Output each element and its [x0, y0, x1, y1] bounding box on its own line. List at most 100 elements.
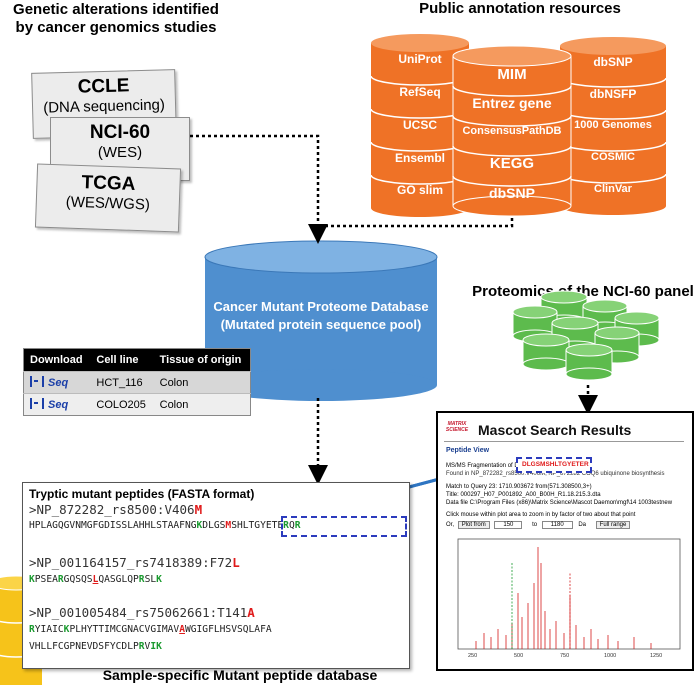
- mascot-peptide: DLGSMSHLTGYETER: [522, 461, 589, 468]
- fasta-header-id: >NP_001005484_rs75062661:T141: [29, 605, 248, 620]
- resource-label: ClinVar: [594, 183, 632, 195]
- download-table: Download Cell line Tissue of origin Seq …: [23, 348, 251, 416]
- tissue-value: Colon: [153, 393, 251, 416]
- mascot-controls: Or, Plot from 150 to 1180 Da Full range: [446, 521, 631, 529]
- mutated-residue: M: [225, 520, 232, 531]
- peptide-highlight-box: DLGSMSHLTGYETER: [516, 457, 592, 473]
- mascot-line: Click mouse within plot area to zoom in …: [446, 512, 636, 518]
- cleavage-site: K: [29, 574, 35, 585]
- fasta-header-id: >NP_001164157_rs7418389:F72: [29, 555, 233, 570]
- mascot-title: Mascot Search Results: [478, 422, 632, 438]
- mutated-residue: L: [92, 574, 99, 585]
- sequence-file-icon: [30, 398, 44, 409]
- from-input[interactable]: 150: [494, 521, 523, 529]
- cleavage-site: R: [294, 520, 301, 531]
- matrix-science-logo: MATRIX SCIENCE: [445, 421, 469, 433]
- genetic-heading: Genetic alterations identified by cancer…: [0, 1, 232, 37]
- cleavage-site: R: [57, 574, 64, 585]
- mutation-residue: A: [247, 605, 255, 620]
- cleavage-site: R: [138, 574, 145, 585]
- peptide-sequence: VHLLFCGPNEVDSFYCDLPRVIK: [29, 641, 162, 652]
- proteomics-cylinders: [512, 290, 660, 381]
- resource-label: COSMIC: [591, 151, 635, 163]
- cleavage-site: IK: [150, 641, 162, 652]
- cleavage-site: R: [138, 641, 145, 652]
- table-row: Seq HCT_116 Colon: [23, 371, 251, 394]
- seq-download-link[interactable]: Seq: [48, 399, 69, 411]
- peptide-dashed-box: [281, 516, 407, 537]
- resource-label: Ensembl: [394, 151, 445, 165]
- fasta-header: >NP_872282_rs8500:V406M: [29, 502, 202, 517]
- resource-label: UniProt: [398, 52, 442, 66]
- resource-label: 1000 Genomes: [574, 119, 652, 131]
- spectrum-peaks: [475, 547, 652, 649]
- spectrum-x-ticks: 250 500 750 1000 1250: [468, 653, 662, 659]
- mascot-line: Data file C:\Program Files (x86)\Matrix …: [446, 500, 673, 506]
- sequence-segment: HPLAGQGVNMGFGDISSLAHHLSTAAFNG: [29, 520, 197, 531]
- resource-label: dbNSFP: [589, 87, 637, 101]
- mutated-residue: A: [179, 624, 185, 635]
- ion-markers: [511, 563, 571, 649]
- x-tick: 1250: [650, 653, 662, 659]
- resource-label: RefSeq: [399, 85, 441, 99]
- sequence-segment: PLHYTTIMCGNACVGIMAV: [69, 624, 180, 635]
- cleavage-site: K: [63, 624, 70, 635]
- sequence-segment: SL: [144, 574, 157, 585]
- resource-cylinder-right: [559, 37, 667, 215]
- fasta-header: >NP_001164157_rs7418389:F72L: [29, 555, 240, 570]
- central-db-label: Cancer Mutant Proteome Database (Mutated…: [205, 298, 437, 334]
- spectrum-plot[interactable]: 250 500 750 1000 1250: [446, 533, 686, 663]
- sequence-segment: Q: [288, 520, 295, 531]
- sequence-segment: PSEA: [34, 574, 58, 585]
- sequence-segment: QASGLQP: [98, 574, 139, 585]
- sequence-segment: YIAIC: [34, 624, 64, 635]
- tissue-value: Colon: [153, 371, 251, 394]
- peptide-sequence: KPSEARGQSQSLQASGLQPRSLK: [29, 574, 162, 585]
- cleavage-site: K: [156, 574, 162, 585]
- resource-label: UCSC: [402, 118, 437, 132]
- resource-cylinder-middle: [452, 45, 572, 217]
- table-row: Seq COLO205 Colon: [23, 393, 251, 416]
- genetic-heading-line2: by cancer genomics studies: [15, 19, 217, 36]
- download-cell[interactable]: Seq: [23, 371, 91, 394]
- resource-label: MIM: [497, 66, 527, 83]
- sequence-segment: GQSQS: [63, 574, 93, 585]
- x-tick: 500: [514, 653, 523, 659]
- x-tick: 1000: [604, 653, 616, 659]
- dotted-arrows: [190, 134, 598, 485]
- mascot-line: Match to Query 23: 1710.903672 from(571.…: [446, 484, 592, 490]
- to-label: to: [532, 522, 538, 528]
- fasta-title: Tryptic mutant peptides (FASTA format): [29, 487, 255, 501]
- central-db-cylinder: [204, 240, 438, 401]
- resource-label: GO slim: [396, 183, 443, 197]
- resource-label: Entrez gene: [472, 95, 552, 111]
- resource-label: ConsensusPathDB: [462, 125, 562, 137]
- mascot-rule: [444, 441, 684, 442]
- central-db-title: Cancer Mutant Proteome Database: [213, 299, 429, 314]
- public-heading: Public annotation resources: [419, 0, 621, 17]
- mascot-results-panel: MATRIX SCIENCE Mascot Search Results Pep…: [436, 411, 694, 671]
- download-cell[interactable]: Seq: [23, 393, 91, 416]
- col-cell-line: Cell line: [90, 348, 154, 372]
- col-tissue: Tissue of origin: [153, 348, 251, 372]
- mascot-line: Found in NP_872282_rs8500:V406M, NP_8722…: [446, 471, 665, 477]
- mutation-residue: M: [194, 502, 203, 517]
- cleavage-site: K: [196, 520, 203, 531]
- to-input[interactable]: 1180: [541, 521, 573, 529]
- mascot-line: MS/MS Fragmentation of DLGSMSHLTGYETER: [446, 463, 576, 469]
- seq-download-link[interactable]: Seq: [48, 377, 69, 389]
- sequence-segment: SHLTGYETE: [231, 520, 284, 531]
- x-tick: 250: [468, 653, 477, 659]
- fasta-document: Tryptic mutant peptides (FASTA format) >…: [22, 482, 410, 669]
- sequence-segment: DLGS: [202, 520, 226, 531]
- study-sub: (WES): [97, 144, 143, 161]
- da-label: Da: [578, 522, 586, 528]
- plot-from-button[interactable]: Plot from: [457, 521, 490, 529]
- fasta-header-id: >NP_872282_rs8500:V406: [29, 502, 195, 517]
- cell-line-value: HCT_116: [90, 371, 154, 394]
- resource-label: dbSNP: [593, 55, 633, 69]
- peptide-sequence: HPLAGQGVNMGFGDISSLAHHLSTAAFNGKDLGSMSHLTG…: [29, 520, 301, 531]
- resource-label: dbSNP: [489, 185, 535, 201]
- full-range-button[interactable]: Full range: [595, 521, 631, 529]
- cell-line-value: COLO205: [90, 393, 154, 416]
